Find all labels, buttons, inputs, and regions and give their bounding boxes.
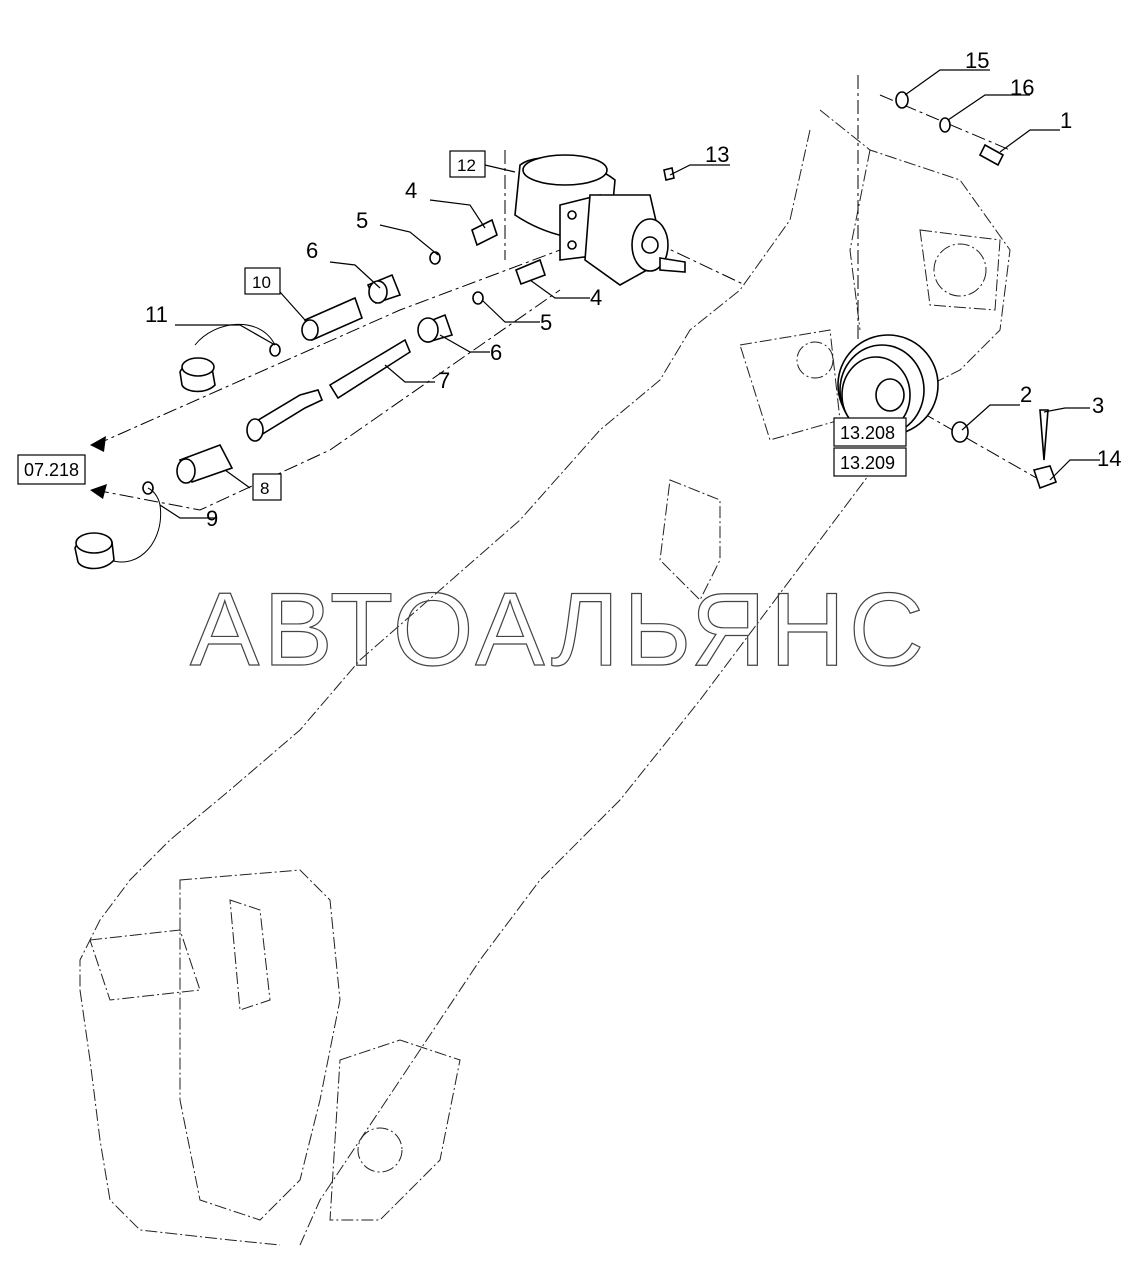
fitting-4b-icon: [514, 258, 547, 286]
hardware-group: [663, 91, 1058, 490]
cotter-pin-3-icon: [1039, 409, 1049, 461]
castle-nut-14-icon: [1032, 465, 1058, 490]
callout-2: 2: [1020, 382, 1032, 407]
bolt-1-icon: [978, 143, 1005, 167]
callout-5-lower: 5: [540, 310, 552, 335]
callout-6-upper: 6: [306, 238, 318, 263]
callout-labels: 1 2 3 4 4 5 5 6 6 7 9 11 13 14 15 16: [145, 48, 1121, 531]
callout-4-lower: 4: [590, 285, 602, 310]
dust-caps-group: [74, 323, 276, 570]
callout-3: 3: [1092, 393, 1104, 418]
callout-16: 16: [1010, 75, 1034, 100]
reference-boxes: 07.218 13.208 13.209: [17, 417, 907, 485]
callout-1: 1: [1060, 108, 1072, 133]
o-ring-5b-icon: [472, 291, 484, 305]
callout-14: 14: [1097, 446, 1121, 471]
arrows-to-reference: [90, 436, 107, 499]
callout-15: 15: [965, 48, 989, 73]
callout-5-upper: 5: [356, 208, 368, 233]
callout-9: 9: [206, 506, 218, 531]
callout-4-upper: 4: [405, 178, 417, 203]
washer-2-icon: [951, 421, 969, 443]
reference-13-208: 13.208: [840, 423, 895, 443]
reference-13-209: 13.209: [840, 453, 895, 473]
washer-15-icon: [895, 91, 909, 109]
fittings-group: [142, 218, 547, 495]
fitting-4a-icon: [471, 218, 498, 247]
callout-11: 11: [145, 302, 168, 327]
callout-6-lower: 6: [490, 340, 502, 365]
leader-lines: [159, 69, 1100, 519]
boxed-callout-12: 12: [457, 156, 476, 175]
o-ring-5a-icon: [429, 251, 441, 265]
key-13-icon: [663, 167, 675, 181]
boxed-callouts: 8 10 12: [244, 150, 486, 501]
watermark-text: АВТОАЛЬЯНС: [190, 572, 928, 688]
reference-07-218: 07.218: [24, 460, 79, 480]
o-ring-11-icon: [269, 343, 281, 357]
hose-7-icon: [328, 338, 411, 400]
boxed-callout-8: 8: [260, 479, 269, 498]
chassis-frame: [79, 109, 1011, 1246]
washer-16-icon: [939, 117, 951, 133]
callout-13: 13: [705, 142, 729, 167]
boxed-callout-10: 10: [252, 273, 271, 292]
hydraulic-motor-icon: [514, 154, 686, 286]
callout-7: 7: [438, 368, 450, 393]
